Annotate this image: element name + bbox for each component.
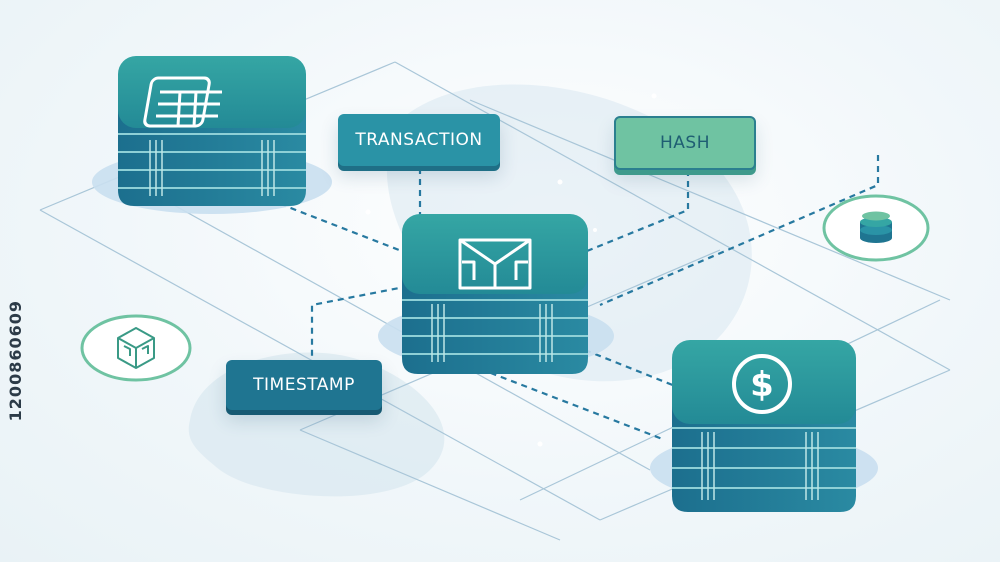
isometric-grid: [39, 61, 951, 541]
sparkles: [365, 93, 657, 447]
stock-image-id: 1200860609: [6, 300, 25, 422]
server-block-cube: [378, 214, 614, 374]
dollar-coin-icon: $: [732, 354, 792, 414]
calculator-icon: [143, 76, 222, 128]
server-block-dollar: $: [650, 340, 878, 512]
hash-label: HASH: [614, 116, 756, 170]
small-cube-icon: [117, 327, 155, 369]
coin-stack-badge: [822, 194, 930, 262]
cube-icon: [458, 238, 532, 290]
dashed-connectors: [269, 155, 880, 442]
timestamp-label: TIMESTAMP: [226, 360, 382, 410]
transaction-label: TRANSACTION: [338, 114, 500, 166]
coin-stack-icon: [860, 211, 892, 243]
small-cube-badge: [80, 314, 192, 382]
server-block-calculator: [92, 56, 332, 214]
svg-text:$: $: [750, 365, 774, 405]
